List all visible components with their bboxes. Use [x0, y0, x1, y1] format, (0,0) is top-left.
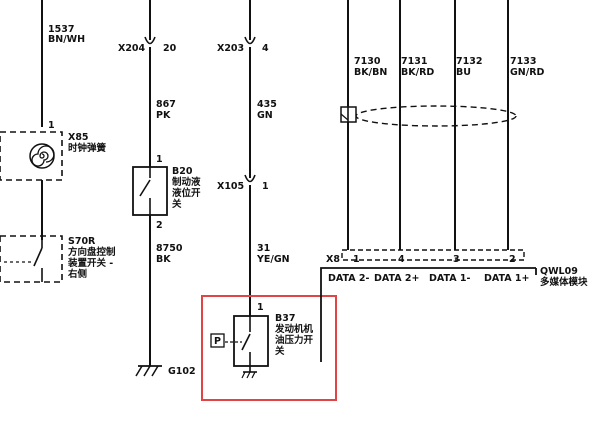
data-wire-3-color: GN/RD	[510, 67, 545, 78]
pressure-p-icon: P	[210, 333, 225, 348]
data-bus-section: 7130 BK/BN 7131 BK/RD 7132 BU 7133 GN/RD…	[320, 0, 588, 362]
qwl09-name: 多媒体模块	[540, 276, 588, 288]
data-wire-2-color: BU	[456, 67, 471, 78]
qwl09-code: QWL09	[540, 266, 578, 277]
wire-435-color: GN	[257, 110, 273, 121]
data-wire-1-color: BK/RD	[401, 67, 434, 78]
qwl09-terminal-2: DATA 1-	[429, 273, 471, 284]
wire-1537-color: BN/WH	[48, 34, 85, 45]
s70r-component-box	[0, 235, 63, 283]
x85-component-box	[0, 131, 63, 181]
wire-31-color: YE/GN	[256, 254, 290, 265]
data-wire-2-circuit: 7132	[456, 56, 482, 67]
x8-pin-1: 1	[353, 254, 360, 265]
wire-1537-circuit: 1537	[48, 24, 74, 35]
s70r-switch-contact	[33, 247, 43, 267]
x203-connector-symbol	[244, 36, 256, 45]
x203-pin: 4	[262, 43, 269, 54]
data-wire-1-circuit: 7131	[401, 56, 427, 67]
data-wire-0-color: BK/BN	[354, 67, 387, 78]
spiral-icon	[29, 143, 55, 169]
qwl09-terminal-3: DATA 1+	[484, 273, 529, 284]
highlight-box	[201, 295, 337, 401]
wire-8750-color: BK	[156, 254, 171, 265]
x8-pin-3: 3	[453, 254, 460, 265]
b37-name-line2: 油压力开	[275, 334, 314, 346]
wire-435-circuit: 435	[257, 99, 277, 110]
x85-pin: 1	[48, 120, 55, 131]
b20-pin-bottom: 2	[156, 220, 163, 231]
x85-wire-section: 1537 BN/WH 1 X85 时钟弹簧	[0, 0, 107, 240]
wire-867-circuit: 867	[156, 99, 176, 110]
qwl09-terminal-0: DATA 2-	[328, 273, 370, 284]
x8-connector-outline	[341, 249, 525, 261]
b37-switch-contact	[241, 333, 251, 351]
b37-component-box	[233, 315, 269, 367]
x204-code: X204	[118, 43, 146, 54]
s70r-code: S70R	[68, 236, 96, 247]
s70r-section: S70R 方向盘控制 装置开关 - 右侧	[0, 235, 116, 283]
data-wire-0-circuit: 7130	[354, 56, 381, 67]
ground-icon	[241, 366, 257, 379]
data-wire-3-circuit: 7133	[510, 56, 536, 67]
b37-section: X203 4 435 GN X105 1 31 YE/GN 1 P B37 发动…	[210, 0, 314, 379]
b37-name-line3: 关	[275, 345, 285, 357]
x85-name: 时钟弹簧	[68, 142, 107, 154]
b20-pin-top: 1	[156, 154, 163, 165]
s70r-name-line1: 方向盘控制	[68, 246, 116, 258]
wire-867-color: PK	[156, 110, 171, 121]
x85-code: X85	[68, 132, 89, 143]
b20-name-line2: 液位开	[172, 187, 201, 199]
x105-connector-symbol	[244, 174, 256, 183]
x203-code: X203	[217, 43, 244, 54]
x204-pin: 20	[163, 43, 177, 54]
x204-connector-symbol	[144, 36, 156, 45]
x8-pin-2: 2	[509, 254, 516, 265]
x105-pin: 1	[262, 181, 269, 192]
b20-name-line1: 制动液	[172, 176, 201, 188]
ground-code: G102	[168, 366, 196, 377]
qwl09-component-box	[320, 267, 537, 362]
s70r-name-line2: 装置开关 -	[67, 257, 113, 269]
b37-symbol: P	[214, 336, 221, 347]
s70r-name-line3: 右侧	[67, 268, 87, 280]
twisted-pair-shield	[355, 105, 517, 127]
b37-name-line1: 发动机机	[274, 323, 314, 335]
x8-code: X8	[326, 254, 340, 265]
ground-icon	[135, 365, 162, 377]
b20-section: X204 20 867 PK 1 B20 制动液 液位开 关 2 8750 BK…	[118, 0, 201, 377]
qwl09-terminal-1: DATA 2+	[374, 273, 419, 284]
x105-code: X105	[217, 181, 244, 192]
b20-switch-contact	[139, 179, 151, 197]
wire-31-circuit: 31	[257, 243, 270, 254]
b20-code: B20	[172, 166, 193, 177]
b37-code: B37	[275, 313, 295, 324]
b37-pin: 1	[257, 302, 264, 313]
wire-8750-circuit: 8750	[156, 243, 183, 254]
x8-pin-4: 4	[398, 254, 405, 265]
b20-name-line3: 关	[172, 198, 182, 210]
